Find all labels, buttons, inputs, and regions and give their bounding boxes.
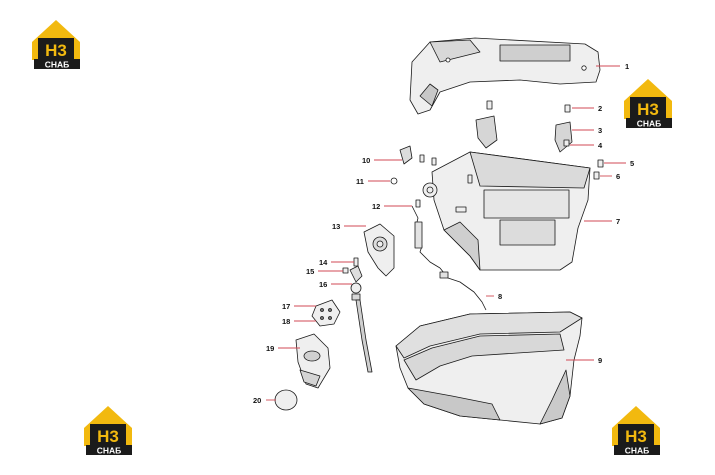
callout-9: 9: [598, 356, 602, 365]
part-hinge-10: [390, 145, 473, 213]
house-logo-icon: H3 СНАБ: [624, 79, 672, 129]
part-cable: [439, 267, 487, 311]
callout-13: 13: [332, 222, 340, 231]
part-lock-plate: [363, 223, 395, 277]
callout-14: 14: [319, 258, 328, 267]
callout-5: 5: [630, 159, 634, 168]
logo-mark: H3: [97, 427, 119, 446]
logo-watermark-top-right: H3 СНАБ: [624, 79, 672, 129]
callout-6: 6: [616, 172, 620, 181]
callout-19: 19: [266, 344, 274, 353]
callout-17: 17: [282, 302, 290, 311]
callout-11: 11: [356, 177, 364, 186]
logo-watermark-bottom-left: H3 СНАБ: [84, 406, 132, 456]
callout-7: 7: [616, 217, 620, 226]
logo-caption: СНАБ: [625, 446, 650, 456]
callout-3: 3: [598, 126, 602, 135]
callout-1: 1: [625, 62, 629, 71]
callout-16: 16: [319, 280, 327, 289]
callout-4: 4: [598, 141, 603, 150]
part-knob-and-rod: [342, 257, 373, 373]
logo-watermark-top-left: H3 СНАБ: [32, 20, 80, 70]
logo-caption: СНАБ: [97, 446, 122, 456]
logo-watermark-bottom-right: H3 СНАБ: [612, 406, 660, 456]
logo-caption: СНАБ: [45, 60, 70, 70]
part-flange: [311, 299, 341, 327]
logo-mark: H3: [637, 100, 659, 119]
house-logo-icon: H3 СНАБ: [84, 406, 132, 456]
part-boot: [295, 333, 331, 389]
callout-15: 15: [306, 267, 314, 276]
part-bracket-left: [475, 100, 498, 149]
part-spring: [411, 205, 441, 269]
logo-caption: СНАБ: [637, 119, 662, 129]
callout-numbers: 1 2 3 4 5 6 7 8 9 10 11 12 13 14 15 16 1…: [253, 62, 634, 405]
house-logo-icon: H3 СНАБ: [612, 406, 660, 456]
part-cap: [274, 389, 298, 411]
part-lower-housing: [395, 311, 583, 425]
callout-18: 18: [282, 317, 290, 326]
callout-8: 8: [498, 292, 502, 301]
callout-12: 12: [372, 202, 380, 211]
part-bolts-right: [554, 104, 604, 180]
logo-mark: H3: [45, 41, 67, 60]
callout-10: 10: [362, 156, 370, 165]
callout-20: 20: [253, 396, 261, 405]
logo-mark: H3: [625, 427, 647, 446]
callout-2: 2: [598, 104, 602, 113]
leader-lines: [266, 65, 626, 401]
house-logo-icon: H3 СНАБ: [32, 20, 80, 70]
part-main-console-box: [422, 151, 591, 271]
part-top-cover: [409, 37, 601, 115]
